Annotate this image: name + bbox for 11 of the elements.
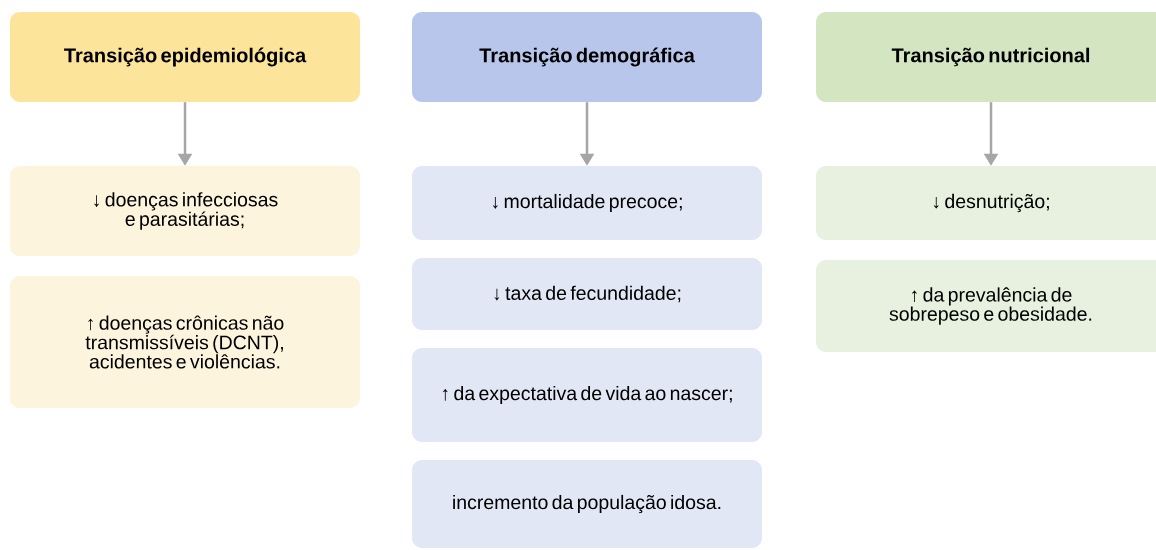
text-box: ↑ da prevalência de sobrepeso e obesidade. [816,260,1156,352]
text-box: ↓ taxa de fecundidade; [412,258,762,330]
text-box: ↑ doenças crônicas não transmissíveis (DCNT), acidentes e violências. [10,276,360,408]
text-box: ↑ da expectativa de vida ao nascer; [412,348,762,442]
header-box: Transição nutricional [816,12,1156,102]
header-box: Transição demográfica [412,12,762,102]
text-box: ↓ mortalidade precoce; [412,166,762,240]
header-box: Transição epidemiológica [10,12,360,102]
text-box: ↓ doenças infecciosas e parasitárias; [10,166,360,256]
text-box: incremento da população idosa. [412,460,762,548]
text-box: ↓ desnutrição; [816,166,1156,240]
